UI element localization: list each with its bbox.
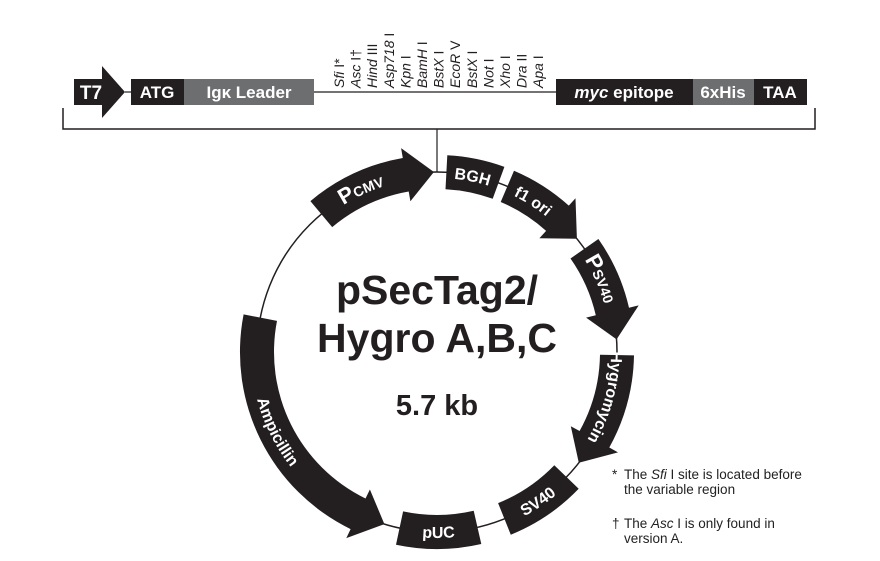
atg-box <box>131 79 184 105</box>
plasmid-name-line1: pSecTag2/ <box>336 267 538 313</box>
his-tag-box <box>693 79 754 105</box>
feature-label-bgh: BGH <box>454 166 493 190</box>
site-ecor-v: EcoR V <box>447 40 463 88</box>
feature-puc-box <box>396 510 482 550</box>
feature-pcmv-arrow <box>310 148 434 228</box>
myc-italic: myc <box>574 83 609 102</box>
myc-epitope-label: myc epitope <box>574 83 673 102</box>
site-bstx-i: BstX I <box>431 51 447 88</box>
plasmid-size: 5.7 kb <box>396 390 478 422</box>
site-bstx-i: BstX I <box>464 51 480 88</box>
igk-leader-box <box>184 79 314 105</box>
atg-label: ATG <box>140 83 175 102</box>
site-dra-ii: Dra II <box>514 54 530 88</box>
feature-ampicillin-arrow <box>239 314 385 539</box>
feature-psv40-arrow <box>570 239 639 340</box>
myc-rest: epitope <box>608 83 673 102</box>
linear-map: T7 ATG Igκ Leader myc epitope 6xHis TAA … <box>62 33 816 172</box>
feature-f1-ori-arrow <box>500 170 577 239</box>
myc-epitope-box <box>556 79 693 105</box>
stop-codon-box <box>754 79 807 105</box>
plasmid-name-line2: Hygro A,B,C <box>317 315 557 361</box>
note-mark: * <box>612 467 618 482</box>
site-kpn-i: Kpn I <box>397 55 413 88</box>
site-hind-iii: Hind III <box>364 44 380 88</box>
note-text: The <box>624 467 652 482</box>
site-apa-i: Apa I <box>530 55 546 89</box>
site-asc-i: Asc I† <box>348 49 364 89</box>
stop-codon-label: TAA <box>763 83 797 102</box>
igk-leader-label: Igκ Leader <box>206 83 291 102</box>
insert-bracket <box>62 108 816 130</box>
feature-sv40-box <box>498 465 579 535</box>
site-bamh-i: BamH I <box>414 41 430 88</box>
feature-bgh-box <box>445 155 505 199</box>
feature-hygromycin-arrow <box>570 354 634 463</box>
site-xho-i: Xho I <box>497 55 513 89</box>
note-text: The <box>624 516 652 531</box>
note-text: I is only found in version A. <box>624 516 775 546</box>
feature-label-puc: pUC <box>422 524 456 542</box>
his-tag-label: 6xHis <box>700 83 745 102</box>
site-not-i: Not I <box>480 58 496 88</box>
t7-promoter-arrow <box>74 66 125 118</box>
note-italic: Asc <box>651 516 674 531</box>
site-asp718-i: Asp718 I <box>381 33 397 89</box>
site-sfi-i: Sfi I* <box>331 58 347 88</box>
note-text: I site is located before the variable re… <box>624 467 802 497</box>
note-sfi: * The Sfi I site is located before the v… <box>612 467 822 497</box>
note-mark: † <box>612 516 620 531</box>
note-asc: † The Asc I is only found in version A. <box>612 516 812 546</box>
note-italic: Sfi <box>651 467 667 482</box>
t7-label: T7 <box>80 83 102 104</box>
